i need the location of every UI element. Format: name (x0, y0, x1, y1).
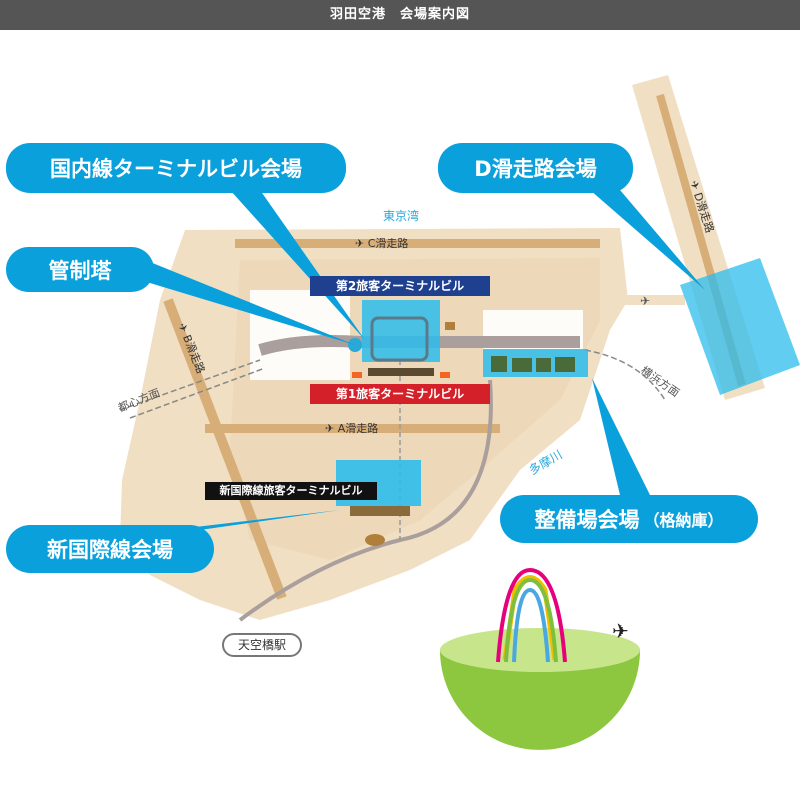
page-header: 羽田空港 会場案内図 (0, 0, 800, 30)
maintenance-venue-label: 整備場会場 (534, 508, 640, 532)
terminal-1-label: 第1旅客ターミナルビル (310, 384, 490, 404)
international-venue-callout[interactable]: 新国際線会場 (6, 525, 214, 573)
intl-terminal-label: 新国際線旅客ターミナルビル (205, 482, 377, 500)
bay-label: 東京湾 (383, 208, 419, 223)
plane-icon: ✈ (640, 294, 650, 308)
d-runway-venue-callout[interactable]: D滑走路会場 (438, 143, 633, 193)
runway-a (205, 424, 500, 433)
runway-c (235, 239, 600, 248)
runway-a-label: ✈ A滑走路 (325, 422, 378, 435)
maintenance-venue-callout[interactable]: 整備場会場（格納庫） (500, 495, 758, 543)
hangar-label: （格納庫） (643, 511, 724, 530)
domestic-terminal-venue-callout[interactable]: 国内線ターミナルビル会場 (6, 143, 346, 193)
d-runway-venue-area (680, 258, 800, 395)
runway-b (163, 298, 287, 600)
to-yokohama-label: 横浜方面 (638, 363, 682, 400)
terminal-2-label: 第2旅客ターミナルビル (310, 276, 490, 296)
plane-icon: ✈ (612, 619, 629, 643)
globe-illustration: ✈ (440, 567, 640, 750)
tenkubashi-station-label: 天空橋駅 (222, 633, 302, 657)
runway-c-label: ✈ C滑走路 (355, 237, 408, 250)
control-tower-callout[interactable]: 管制塔 (6, 247, 154, 292)
